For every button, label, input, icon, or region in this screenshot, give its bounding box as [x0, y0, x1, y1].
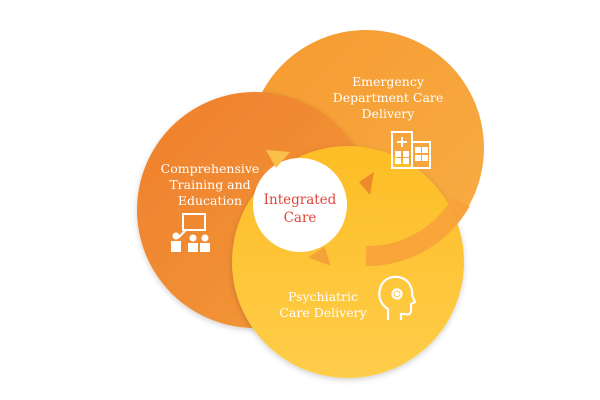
- training-label-line3: Education: [177, 193, 243, 208]
- center-label: Integrated Care: [258, 191, 342, 227]
- emergency-label-line1: Emergency: [352, 74, 424, 89]
- center-label-line1: Integrated: [263, 192, 337, 208]
- training-label: Comprehensive Training and Education: [145, 161, 275, 209]
- psychiatric-label-line2: Care Delivery: [279, 305, 367, 320]
- training-label-line1: Comprehensive: [160, 161, 260, 176]
- emergency-label-line2: Department Care: [332, 90, 444, 105]
- center-label-line2: Care: [283, 210, 317, 226]
- arrow-bottom-icon: [307, 246, 331, 266]
- training-label-line2: Training and: [169, 177, 251, 192]
- psychiatric-label: Psychiatric Care Delivery: [268, 289, 378, 321]
- emergency-label: Emergency Department Care Delivery: [318, 74, 458, 122]
- emergency-label-line3: Delivery: [361, 106, 415, 121]
- presentation-training-icon: [171, 213, 210, 252]
- head-gear-icon: [378, 275, 417, 320]
- psychiatric-label-line1: Psychiatric: [287, 289, 359, 304]
- emergency-arc-overlap: [366, 198, 470, 267]
- hospital-building-icon: [391, 131, 431, 169]
- center-circle: [253, 158, 347, 252]
- arrow-right-icon: [359, 172, 374, 195]
- arrow-top-icon: [266, 150, 290, 168]
